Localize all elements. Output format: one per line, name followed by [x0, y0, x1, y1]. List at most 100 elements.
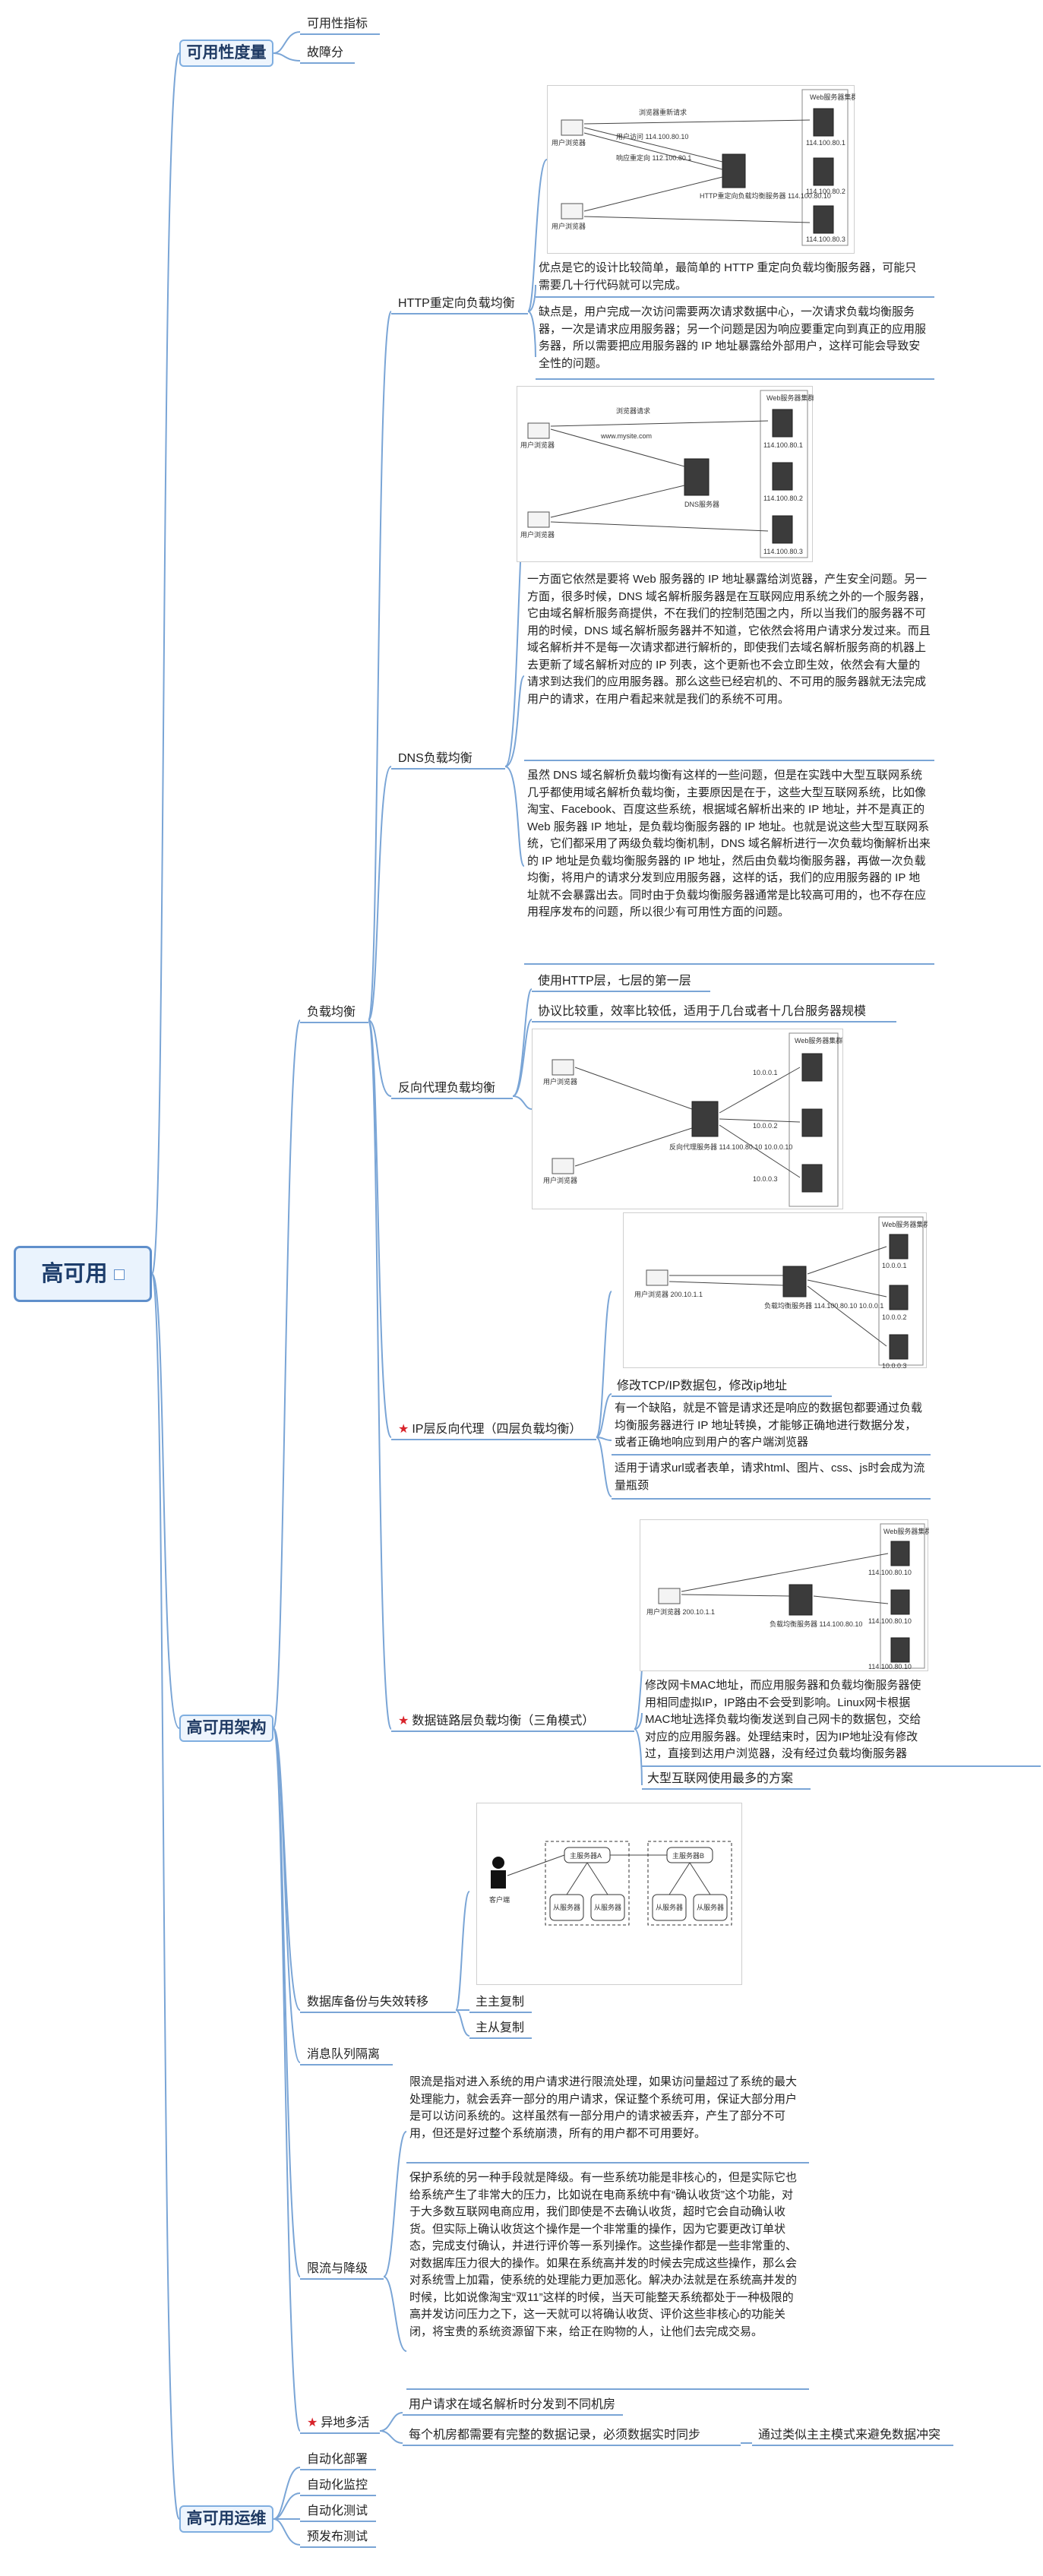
- topic-http-redirect[interactable]: HTTP重定向负载均衡: [398, 297, 515, 310]
- underline: [300, 33, 380, 35]
- master-a-label: 主服务器A: [570, 1851, 602, 1860]
- topic-db-backup[interactable]: 数据库备份与失效转移: [307, 1996, 429, 2009]
- web-server-1-icon: [813, 108, 834, 137]
- browser-1-icon: [561, 119, 583, 136]
- cluster-label: Web服务器集群: [883, 1527, 929, 1535]
- lb-server-icon: [782, 1266, 807, 1297]
- lb-server-label: HTTP重定向负载均衡服务器 114.100.80.10: [700, 191, 831, 200]
- underline: [406, 2388, 809, 2390]
- ip-1: 114.100.80.1: [806, 139, 845, 147]
- branch-availability-metrics[interactable]: 可用性度量: [179, 40, 273, 67]
- browser-1-icon: [552, 1059, 574, 1076]
- multi-site-note-2: 每个机房都需要有完整的数据记录，必须数据实时同步: [409, 2429, 701, 2442]
- lb-server-label: 负载均衡服务器 114.100.80.10: [770, 1620, 862, 1628]
- web-server-1-icon: [890, 1541, 910, 1566]
- ops-auto-deploy[interactable]: 自动化部署: [307, 2453, 368, 2466]
- underline: [300, 2521, 376, 2522]
- browser-icon: [646, 1269, 668, 1286]
- ops-auto-monitor[interactable]: 自动化监控: [307, 2479, 368, 2492]
- slave-label: 从服务器: [594, 1903, 621, 1911]
- lb-server-icon: [722, 153, 746, 188]
- multi-site-note-1: 用户请求在域名解析时分发到不同机房: [409, 2398, 616, 2411]
- topic-reverse-proxy[interactable]: 反向代理负载均衡: [398, 1082, 496, 1095]
- db-master-slave[interactable]: 主从复制: [476, 2021, 525, 2034]
- underline: [536, 378, 934, 380]
- branch-ha-architecture[interactable]: 高可用架构: [179, 1715, 273, 1742]
- underline: [300, 2546, 376, 2548]
- dns-diagram: Web服务器集群 114.100.80.1 114.100.80.2 114.1…: [517, 386, 814, 562]
- rate-limit-note: 限流是指对进入系统的用户请求进行限流处理，如果访问量超过了系统的最大处理能力，就…: [409, 2075, 798, 2140]
- topic-ip-layer[interactable]: ★IP层反向代理（四层负载均衡）: [398, 1422, 581, 1437]
- db-master-master[interactable]: 主主复制: [476, 1996, 525, 2009]
- branch-label: 可用性度量: [186, 44, 267, 62]
- topic-ip-layer-label: IP层反向代理（四层负载均衡）: [412, 1423, 582, 1436]
- client-head-icon: [492, 1857, 504, 1869]
- topic-mq-isolation[interactable]: 消息队列隔离: [307, 2048, 381, 2061]
- ip-note-3: 适用于请求url或者表单，请求html、图片、css、js时会成为流量瓶颈: [615, 1462, 925, 1492]
- ip-2: 114.100.80.10: [868, 1617, 912, 1625]
- ip-2: 10.0.0.2: [753, 1122, 778, 1130]
- topic-multi-site-label: 异地多活: [321, 2416, 370, 2429]
- ip-3: 114.100.80.10: [868, 1663, 912, 1670]
- branch-label: 高可用架构: [186, 1719, 267, 1737]
- ip-1: 114.100.80.10: [868, 1569, 912, 1576]
- browser-1-label: 用户浏览器: [543, 1077, 577, 1086]
- cluster-frame: [880, 1523, 925, 1669]
- underline: [391, 768, 505, 770]
- underline: [300, 1022, 368, 1023]
- web-server-2-icon: [772, 462, 793, 491]
- underline: [300, 62, 355, 64]
- underline: [469, 2012, 532, 2013]
- http-redirect-diagram-svg: Web服务器集群 114.100.80.1 114.100.80.2 114.1…: [552, 89, 855, 246]
- reverse-proxy-diagram: Web服务器集群 10.0.0.1 10.0.0.2 10.0.0.3 反向代理…: [532, 1029, 843, 1209]
- ops-auto-test[interactable]: 自动化测试: [307, 2505, 368, 2518]
- ip-1: 114.100.80.1: [763, 441, 803, 449]
- topic-failure-score[interactable]: 故障分: [307, 46, 344, 59]
- ip-note-1: 修改TCP/IP数据包，修改ip地址: [617, 1380, 788, 1392]
- dns-issues-note: 一方面它依然是要将 Web 服务器的 IP 地址暴露给浏览器，产生安全问题。另一…: [527, 573, 931, 706]
- priority-star-icon: ★: [307, 2416, 318, 2429]
- browser-2-icon: [527, 511, 550, 528]
- underline: [391, 1439, 596, 1440]
- underline: [532, 1021, 896, 1022]
- browser-2-icon: [552, 1158, 574, 1174]
- client-label: 客户端: [489, 1895, 510, 1904]
- priority-star-icon: ★: [398, 1423, 409, 1436]
- ops-prerelease-test[interactable]: 预发布测试: [307, 2530, 368, 2543]
- web-server-3-icon: [801, 1164, 823, 1193]
- root-topic[interactable]: 高可用: [14, 1246, 152, 1302]
- underline: [536, 296, 934, 298]
- cluster-frame: [801, 89, 849, 246]
- underline: [524, 963, 934, 965]
- data-link-note-1: 修改网卡MAC地址，而应用服务器和负载均衡服务器使用相同虚拟IP，IP路由不会受…: [645, 1679, 921, 1760]
- underline: [300, 2469, 376, 2470]
- cluster-frame: [789, 1032, 839, 1207]
- underline: [406, 2162, 809, 2164]
- ip-3: 114.100.80.3: [806, 235, 845, 243]
- topic-data-link[interactable]: ★数据链路层负载均衡（三角模式）: [398, 1714, 594, 1729]
- lb-server-label: 负载均衡服务器 114.100.80.10 10.0.0.1: [764, 1301, 883, 1310]
- browser-2-label: 用户浏览器: [543, 1176, 577, 1184]
- topic-rate-limit-degrade[interactable]: 限流与降级: [307, 2262, 368, 2275]
- http-pros-note: 优点是它的设计比较简单，最简单的 HTTP 重定向负载均衡服务器，可能只需要几十…: [539, 261, 917, 292]
- underline: [403, 2445, 741, 2446]
- browser-icon: [658, 1588, 681, 1604]
- topic-availability-index[interactable]: 可用性指标: [307, 17, 368, 30]
- topic-multi-site[interactable]: ★异地多活: [307, 2416, 369, 2431]
- web-server-3-icon: [813, 205, 834, 234]
- branch-ha-ops[interactable]: 高可用运维: [179, 2505, 273, 2533]
- browser-label: 用户浏览器 200.10.1.1: [634, 1290, 703, 1298]
- browser-label: 用户浏览器 200.10.1.1: [646, 1607, 715, 1616]
- visit-label: 用户访问 114.100.80.10: [616, 132, 688, 141]
- underline: [391, 1731, 634, 1732]
- topic-dns[interactable]: DNS负载均衡: [398, 752, 473, 765]
- priority-star-icon: ★: [398, 1715, 409, 1727]
- ip-3: 10.0.0.3: [753, 1175, 778, 1183]
- underline: [300, 2432, 380, 2434]
- underline: [391, 313, 528, 314]
- browser-2-icon: [561, 203, 583, 220]
- dns-practice-note: 虽然 DNS 域名解析负载均衡有这样的一些问题，但是在实践中大型互联网系统几乎都…: [527, 769, 931, 918]
- degrade-note: 保护系统的另一种手段就是降级。有一些系统功能是非核心的，但是实际它也给系统产生了…: [409, 2171, 798, 2338]
- topic-load-balancing[interactable]: 负载均衡: [307, 1006, 356, 1019]
- note-marker-icon: [113, 1269, 125, 1281]
